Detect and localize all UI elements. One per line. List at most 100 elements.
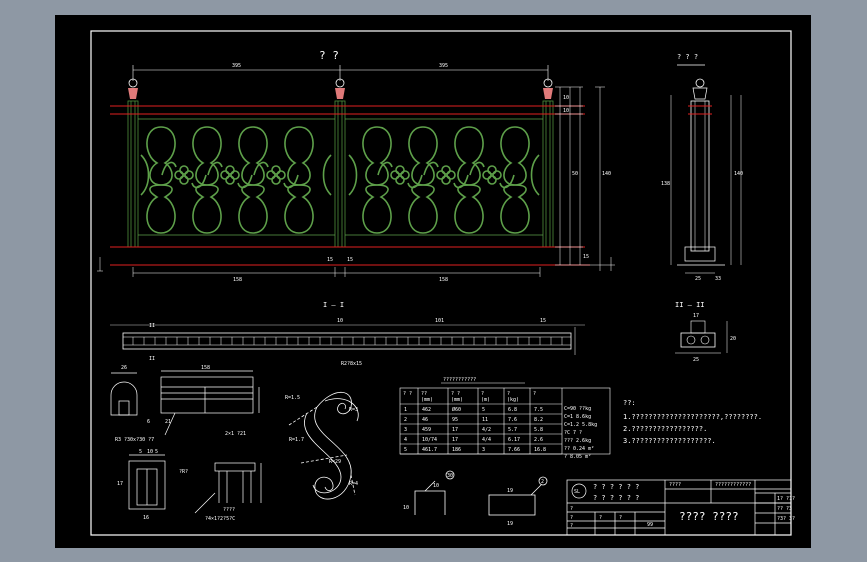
scroll-motif bbox=[500, 126, 530, 186]
table-cell: 6.17 bbox=[508, 437, 520, 443]
table-cell: 4 bbox=[404, 437, 407, 443]
scroll-motif bbox=[160, 184, 176, 234]
cad-drawing: ? ? 395 395 bbox=[90, 30, 795, 536]
scroll-motif bbox=[140, 154, 150, 196]
bottom-dim-left: 158 bbox=[233, 277, 242, 283]
drawing-sheet: ? ? 395 395 bbox=[55, 15, 811, 548]
table-cell: 5.7 bbox=[508, 427, 517, 433]
table-cell: 3 bbox=[482, 447, 485, 453]
table-cell: 11 bbox=[482, 417, 488, 423]
scroll-motif bbox=[514, 184, 530, 234]
part-b-dim-2: 19 bbox=[507, 521, 513, 527]
title-code-2: ?? ?3 bbox=[777, 506, 792, 512]
section-1-title: I — I bbox=[323, 301, 344, 309]
scroll-label-5: R=29 bbox=[329, 459, 341, 465]
scroll-motif bbox=[500, 184, 516, 234]
table-cell: 6.8 bbox=[508, 407, 517, 413]
side-dim-bottom-2: 33 bbox=[715, 276, 721, 282]
bottom-dim-right: 158 bbox=[439, 277, 448, 283]
title-header-2: ? ? ? ? ? ? bbox=[593, 494, 639, 502]
part-a-dim-1: 10 bbox=[433, 483, 439, 489]
rosette-motif bbox=[253, 161, 299, 189]
part-b-callout: 2 bbox=[541, 479, 544, 485]
scroll-motif bbox=[408, 126, 438, 186]
table-header: ? ? bbox=[403, 391, 412, 397]
base-dim-4: 16 bbox=[143, 515, 149, 521]
table-header: (kg) bbox=[507, 397, 519, 403]
table-cell: 459 bbox=[422, 427, 431, 433]
table-header: (mm) bbox=[421, 397, 433, 403]
small-part-a bbox=[414, 470, 455, 515]
rosette-motif bbox=[423, 161, 469, 189]
base-label-3: ?4×1?2?5?C bbox=[205, 516, 235, 522]
right-dim-3: 50 bbox=[572, 171, 578, 177]
drawing-title: ???? ???? bbox=[679, 510, 739, 523]
right-dim-1: 10 bbox=[563, 95, 569, 101]
side-view: ? ? ? 138 140 25 33 bbox=[661, 53, 743, 282]
posts bbox=[127, 100, 554, 248]
section-1-note: R2?8x15 bbox=[341, 361, 362, 367]
base-detail bbox=[128, 454, 262, 514]
notes-heading: ??: bbox=[623, 399, 636, 407]
title-field-b: ???????????? bbox=[715, 482, 751, 488]
scroll-motif bbox=[362, 184, 378, 234]
note-line-3: 3.???????????????????. bbox=[623, 437, 716, 445]
table-cell: 5 bbox=[482, 407, 485, 413]
section-2-dim-b: 25 bbox=[693, 357, 699, 363]
main-elevation: ? ? 395 395 bbox=[97, 49, 615, 283]
right-dim-2: 10 bbox=[563, 108, 569, 114]
table-note: C=90 ??kg bbox=[564, 406, 591, 412]
scroll-motif bbox=[238, 126, 268, 186]
cap-detail bbox=[110, 370, 260, 436]
scroll-motif bbox=[284, 126, 314, 186]
side-dim-right: 140 bbox=[734, 171, 743, 177]
rosette-motif bbox=[469, 161, 515, 189]
rosette-motif bbox=[161, 161, 207, 189]
section-2-dim-a: 17 bbox=[693, 313, 699, 319]
scroll-motif bbox=[376, 184, 392, 234]
title-page: 99 bbox=[647, 522, 653, 528]
section-1-dim-b: 101 bbox=[435, 318, 444, 324]
section-2-dim-c: 20 bbox=[730, 336, 736, 342]
part-a-dim-2: 30 bbox=[447, 473, 453, 479]
title-small-3: ? bbox=[570, 523, 573, 529]
table-cell: 4/2 bbox=[482, 427, 491, 433]
title-block bbox=[566, 479, 792, 536]
table-header: (m) bbox=[481, 397, 490, 403]
title-small-4: ? bbox=[599, 515, 602, 521]
base-dim-3: 5 bbox=[155, 449, 158, 455]
cap-dim-2: 21 bbox=[165, 419, 171, 425]
section-1-dim-c: 15 bbox=[540, 318, 546, 324]
table-cell: 17 bbox=[452, 427, 458, 433]
table-cell: 2 bbox=[404, 417, 407, 423]
part-b-dim-1: 19 bbox=[507, 488, 513, 494]
table-cell: 2.6 bbox=[534, 437, 543, 443]
table-note: ?C 7 ? bbox=[564, 430, 582, 436]
scroll-motif bbox=[322, 154, 332, 196]
scroll-motif bbox=[408, 184, 424, 234]
cap-label-1: R3 ?30x?30 ?7 bbox=[115, 437, 154, 443]
table-cell: 10/74 bbox=[422, 437, 437, 443]
table-cell: 5.8 bbox=[534, 427, 543, 433]
scroll-motif bbox=[284, 184, 300, 234]
right-dim-4: 140 bbox=[602, 171, 611, 177]
table-cell: 1 bbox=[404, 407, 407, 413]
cap-width: 26 bbox=[121, 365, 127, 371]
rosette-motif bbox=[207, 161, 253, 189]
table-cell: 95 bbox=[452, 417, 458, 423]
scroll-motif bbox=[252, 184, 268, 234]
scroll-motif bbox=[348, 154, 358, 196]
title-code-3: ?3? 3? bbox=[777, 516, 795, 522]
table-cell: 7.66 bbox=[508, 447, 520, 453]
base-dim-2: 10 bbox=[147, 449, 153, 455]
table-header: ?? bbox=[421, 391, 427, 397]
table-cell: 461.7 bbox=[422, 447, 437, 453]
table-header: ? bbox=[533, 391, 536, 397]
section-2-title: II — II bbox=[675, 301, 705, 309]
title-header-1: ? ? ? ? ? ? bbox=[593, 483, 639, 491]
scroll-motif bbox=[146, 184, 162, 234]
scroll-motif bbox=[454, 126, 484, 186]
post-caps bbox=[128, 78, 553, 99]
red-rails bbox=[110, 105, 590, 266]
scroll-motif bbox=[468, 184, 484, 234]
